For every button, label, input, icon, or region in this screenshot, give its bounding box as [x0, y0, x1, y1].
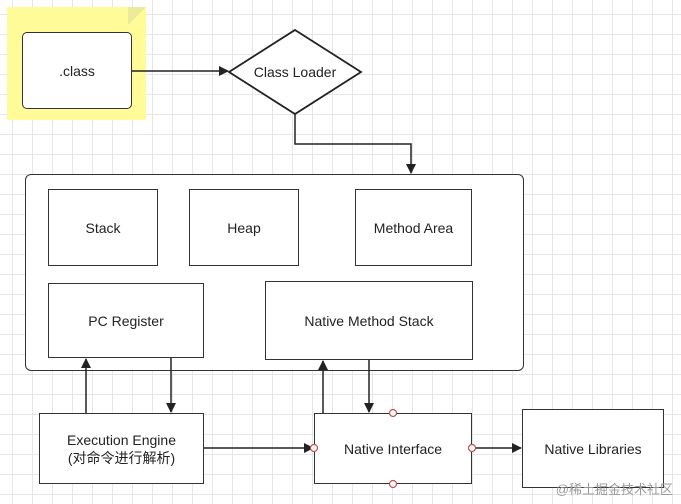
connection-point-right[interactable] [467, 443, 477, 453]
native-libraries-node[interactable]: Native Libraries [522, 409, 664, 488]
native-method-stack-node[interactable]: Native Method Stack [265, 281, 473, 360]
execution-engine-label: Execution Engine [67, 431, 176, 448]
heap-label: Heap [227, 219, 261, 236]
stack-node[interactable]: Stack [48, 189, 158, 266]
class-file-label: .class [59, 62, 95, 79]
class-loader-label: Class Loader [253, 64, 337, 80]
class-file-node[interactable]: .class [22, 32, 132, 109]
pc-register-node[interactable]: PC Register [48, 283, 204, 358]
native-libraries-label: Native Libraries [544, 440, 642, 457]
heap-node[interactable]: Heap [189, 189, 299, 266]
connection-point-bottom[interactable] [388, 479, 398, 489]
native-interface-label: Native Interface [343, 440, 443, 457]
native-interface-node[interactable]: Native Interface [314, 413, 472, 484]
method-area-label: Method Area [373, 219, 454, 236]
class-loader-label-wrap: Class Loader [229, 30, 361, 114]
loader-to-runtime-arrow [294, 114, 416, 174]
stack-label: Stack [85, 219, 121, 236]
pc-register-label: PC Register [88, 312, 164, 329]
connection-point-top[interactable] [388, 408, 398, 418]
watermark: @稀土掘金技术社区 [555, 482, 673, 497]
native-method-stack-label: Native Method Stack [304, 312, 434, 329]
connection-point-left[interactable] [309, 443, 319, 453]
method-area-node[interactable]: Method Area [355, 189, 472, 266]
execution-engine-note: (对命令进行解析) [67, 449, 176, 466]
sticky-note-fold [128, 7, 146, 25]
execution-engine-node[interactable]: Execution Engine (对命令进行解析) [39, 413, 204, 484]
